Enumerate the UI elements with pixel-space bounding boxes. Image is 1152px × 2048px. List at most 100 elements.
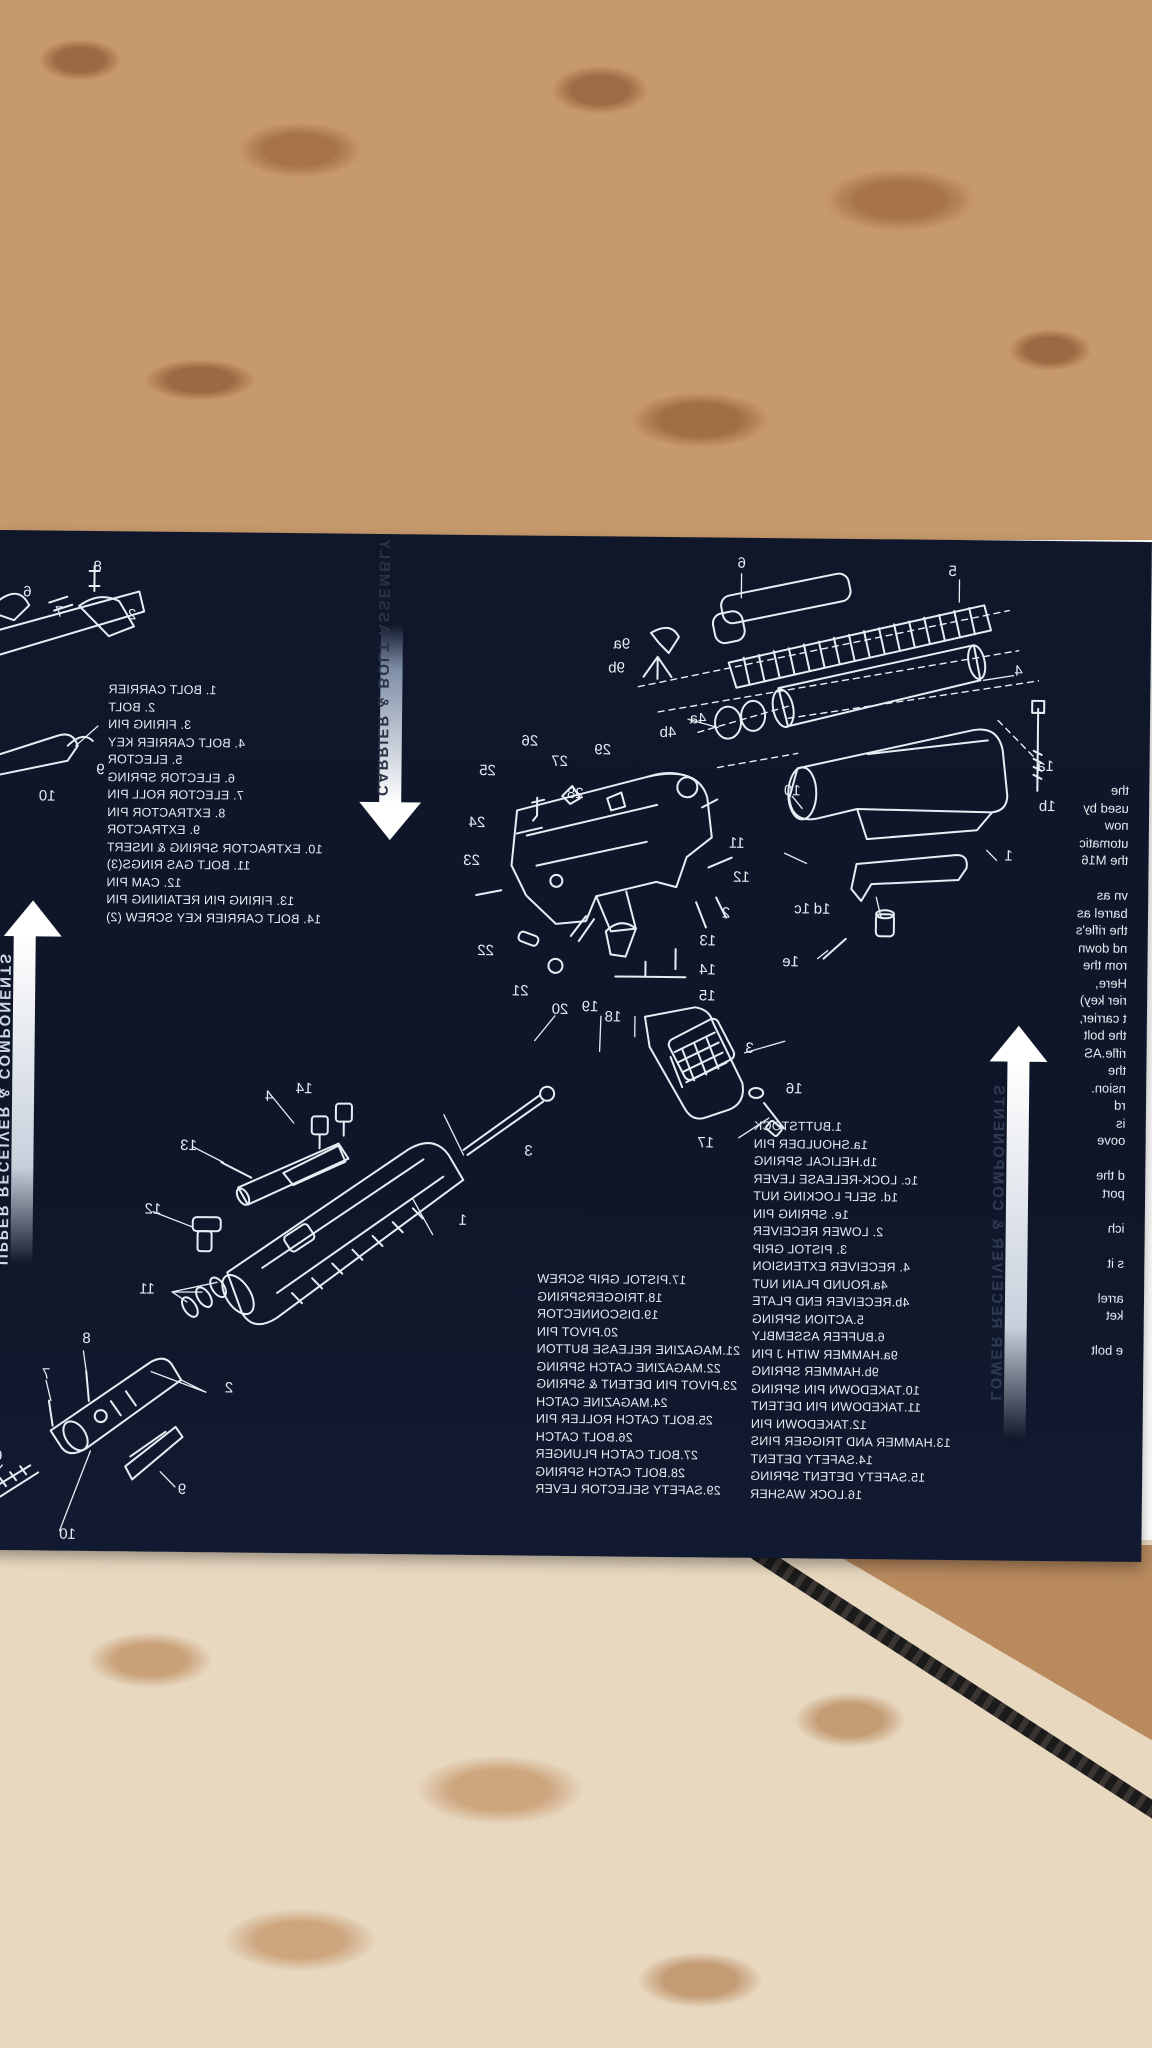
ejector-drawing bbox=[0, 1464, 40, 1500]
list-item: 12. CAM PIN bbox=[106, 874, 182, 890]
list-item: 7. ELECTOR ROLL PIN bbox=[107, 787, 244, 803]
text-line: ket bbox=[1106, 1307, 1124, 1323]
text-line: is bbox=[1116, 1115, 1126, 1131]
retaining-pin-drawing bbox=[220, 1161, 253, 1179]
list-item: 21.MAGAZINE RELEASE BUTTON bbox=[536, 1341, 741, 1358]
text-line: oove bbox=[1097, 1132, 1126, 1148]
key-screws-drawing bbox=[310, 1102, 353, 1150]
text-line bbox=[1072, 1236, 1124, 1254]
lower-banner: LOWER RECEIVER & COMPONENTS bbox=[986, 1083, 1008, 1401]
list-item: 2. BOLT bbox=[108, 699, 156, 715]
text-line: the M16 bbox=[1081, 852, 1129, 868]
list-item: 11. BOLT GAS RINGS(3) bbox=[106, 857, 251, 873]
callout: 21 bbox=[512, 982, 529, 999]
callout: 6 bbox=[0, 1447, 3, 1464]
list-item: 6.BUFFER ASSEMBLY bbox=[751, 1328, 885, 1345]
buttstock-drawing bbox=[787, 728, 1009, 841]
callout: 29 bbox=[594, 741, 611, 758]
list-item: 9. EXTRACTOR bbox=[106, 822, 201, 838]
callout: 26 bbox=[521, 732, 538, 749]
upper-arrow-shaft bbox=[10, 935, 36, 1266]
list-item: 29.SAFETY SELECTOR LEVER bbox=[534, 1481, 721, 1498]
callout: 13 bbox=[699, 932, 716, 949]
text-line bbox=[1073, 1149, 1125, 1167]
pistol-grip-screw-drawing bbox=[748, 1086, 785, 1137]
text-line: nd down bbox=[1078, 939, 1128, 956]
list-item: 4. BOLT CARRIER KEY bbox=[107, 734, 246, 751]
parts-diagram: 6 5 9a 9b 4 4b 4a 10 1a 1b 26 29 27 25 2… bbox=[0, 555, 1056, 1543]
carrier-leader-lines bbox=[0, 725, 465, 1532]
text-line: the bbox=[1110, 782, 1130, 798]
callout: 1 bbox=[459, 1212, 468, 1229]
list-item: 17.PISTOL GRIP SCREW bbox=[537, 1271, 687, 1288]
text-line bbox=[1076, 869, 1128, 887]
list-item: 6. ELECTOR SPRING bbox=[107, 769, 236, 785]
lower-small-parts-drawing bbox=[475, 626, 733, 979]
list-item: 24.MAGAZINE CATCH bbox=[535, 1394, 668, 1410]
callout: 8 bbox=[82, 1330, 91, 1347]
lower-arrow-shaft bbox=[1003, 1060, 1030, 1441]
callout: 2 bbox=[225, 1379, 234, 1396]
list-item: 23.PIVOT PIN DETENT & SPRING bbox=[536, 1376, 738, 1393]
list-item: 2. LOWER RECEIVER bbox=[752, 1223, 884, 1240]
list-item: 11.TAKEDOWN PIN DETENT bbox=[750, 1398, 921, 1415]
text-line: the rifle's bbox=[1075, 922, 1128, 938]
list-item: 10.TAKEDOWN PIN SPRING bbox=[750, 1381, 920, 1398]
list-item: 1d. SELF LOCKING NUT bbox=[752, 1188, 899, 1205]
callout: 15 bbox=[699, 987, 716, 1004]
description-paragraph: the used by now utomatic the M16 vn as b… bbox=[1071, 781, 1129, 1359]
callout: 12 bbox=[144, 1201, 161, 1218]
lower-parts-list-a: 1.BUTTSTOCK 1a.SHOULDER PIN 1b.HELICAL S… bbox=[750, 1118, 954, 1505]
callout: 4b bbox=[659, 724, 676, 741]
callout: 7 bbox=[42, 1365, 51, 1382]
lower-arrow-head bbox=[989, 1025, 1048, 1062]
callout: 27 bbox=[551, 753, 568, 770]
list-item: 27.BOLT CATCH PLUNGER bbox=[535, 1446, 698, 1463]
extractor-pin-drawing bbox=[47, 1369, 90, 1427]
callout: 13 bbox=[180, 1137, 197, 1154]
callout: 14 bbox=[296, 1080, 313, 1097]
list-item: 13.HAMMER AND TRIGGER PINS bbox=[750, 1433, 951, 1451]
callout: 10 bbox=[59, 1526, 76, 1543]
callout: 6 bbox=[737, 555, 746, 572]
callout: 19 bbox=[582, 998, 599, 1015]
carrier-parts-list: 1. BOLT CARRIER 2. BOLT 3. FIRING PIN 4.… bbox=[106, 681, 324, 928]
text-line: Here, bbox=[1095, 974, 1128, 991]
callout: 24 bbox=[469, 814, 486, 831]
text-line: nsion. bbox=[1091, 1079, 1126, 1096]
list-item: 22.MAGAZINE CATCH SPRING bbox=[536, 1359, 721, 1376]
bolt-carrier-drawing bbox=[221, 1142, 465, 1326]
callout: 7 bbox=[55, 604, 64, 621]
carrier-banner: CARRIER & BOLT ASSEMBLY bbox=[373, 537, 393, 797]
list-item: 10. EXTRACTOR SPRING & INSERT bbox=[106, 839, 323, 856]
list-item: 5.ACTION SPRING bbox=[751, 1311, 864, 1327]
carrier-arrow-head bbox=[359, 801, 422, 841]
callout: 10 bbox=[39, 787, 56, 804]
callout: 12 bbox=[733, 869, 750, 886]
list-item: 9a.HAMMER WITH J PIN bbox=[751, 1346, 898, 1362]
callout: 2 bbox=[722, 905, 731, 922]
callout: 16 bbox=[786, 1080, 803, 1097]
action-spring-drawing bbox=[727, 604, 993, 689]
list-item: 3. FIRING PIN bbox=[107, 717, 192, 733]
text-line: port bbox=[1102, 1185, 1125, 1201]
text-line: e bolt bbox=[1091, 1342, 1124, 1358]
callout: 8 bbox=[93, 558, 102, 575]
carpet-background-top bbox=[0, 0, 1152, 540]
text-line: barrel as bbox=[1077, 904, 1128, 921]
firing-pin-drawing bbox=[462, 1085, 556, 1156]
lock-release-lever-drawing bbox=[850, 854, 968, 903]
lower-leader-lines bbox=[534, 573, 1015, 1139]
text-line: arrel bbox=[1097, 1290, 1124, 1306]
shoulder-pin-drawing bbox=[1031, 699, 1046, 792]
list-item: 15.SAFETY DETENT SPRING bbox=[750, 1468, 926, 1485]
callout: 23 bbox=[463, 852, 480, 869]
callout: 11 bbox=[729, 835, 745, 852]
lower-receiver-drawing bbox=[510, 772, 713, 933]
list-item: 25.BOLT CATCH ROLLER PIN bbox=[535, 1411, 713, 1428]
list-item: 26.BOLT CATCH bbox=[535, 1429, 633, 1445]
upper-arrow-head bbox=[3, 900, 62, 937]
list-item: 14.SAFETY DETENT bbox=[750, 1451, 873, 1467]
callout: 1c bbox=[794, 900, 811, 917]
list-item: 4a.ROUND PLAIN NUT bbox=[752, 1276, 888, 1292]
